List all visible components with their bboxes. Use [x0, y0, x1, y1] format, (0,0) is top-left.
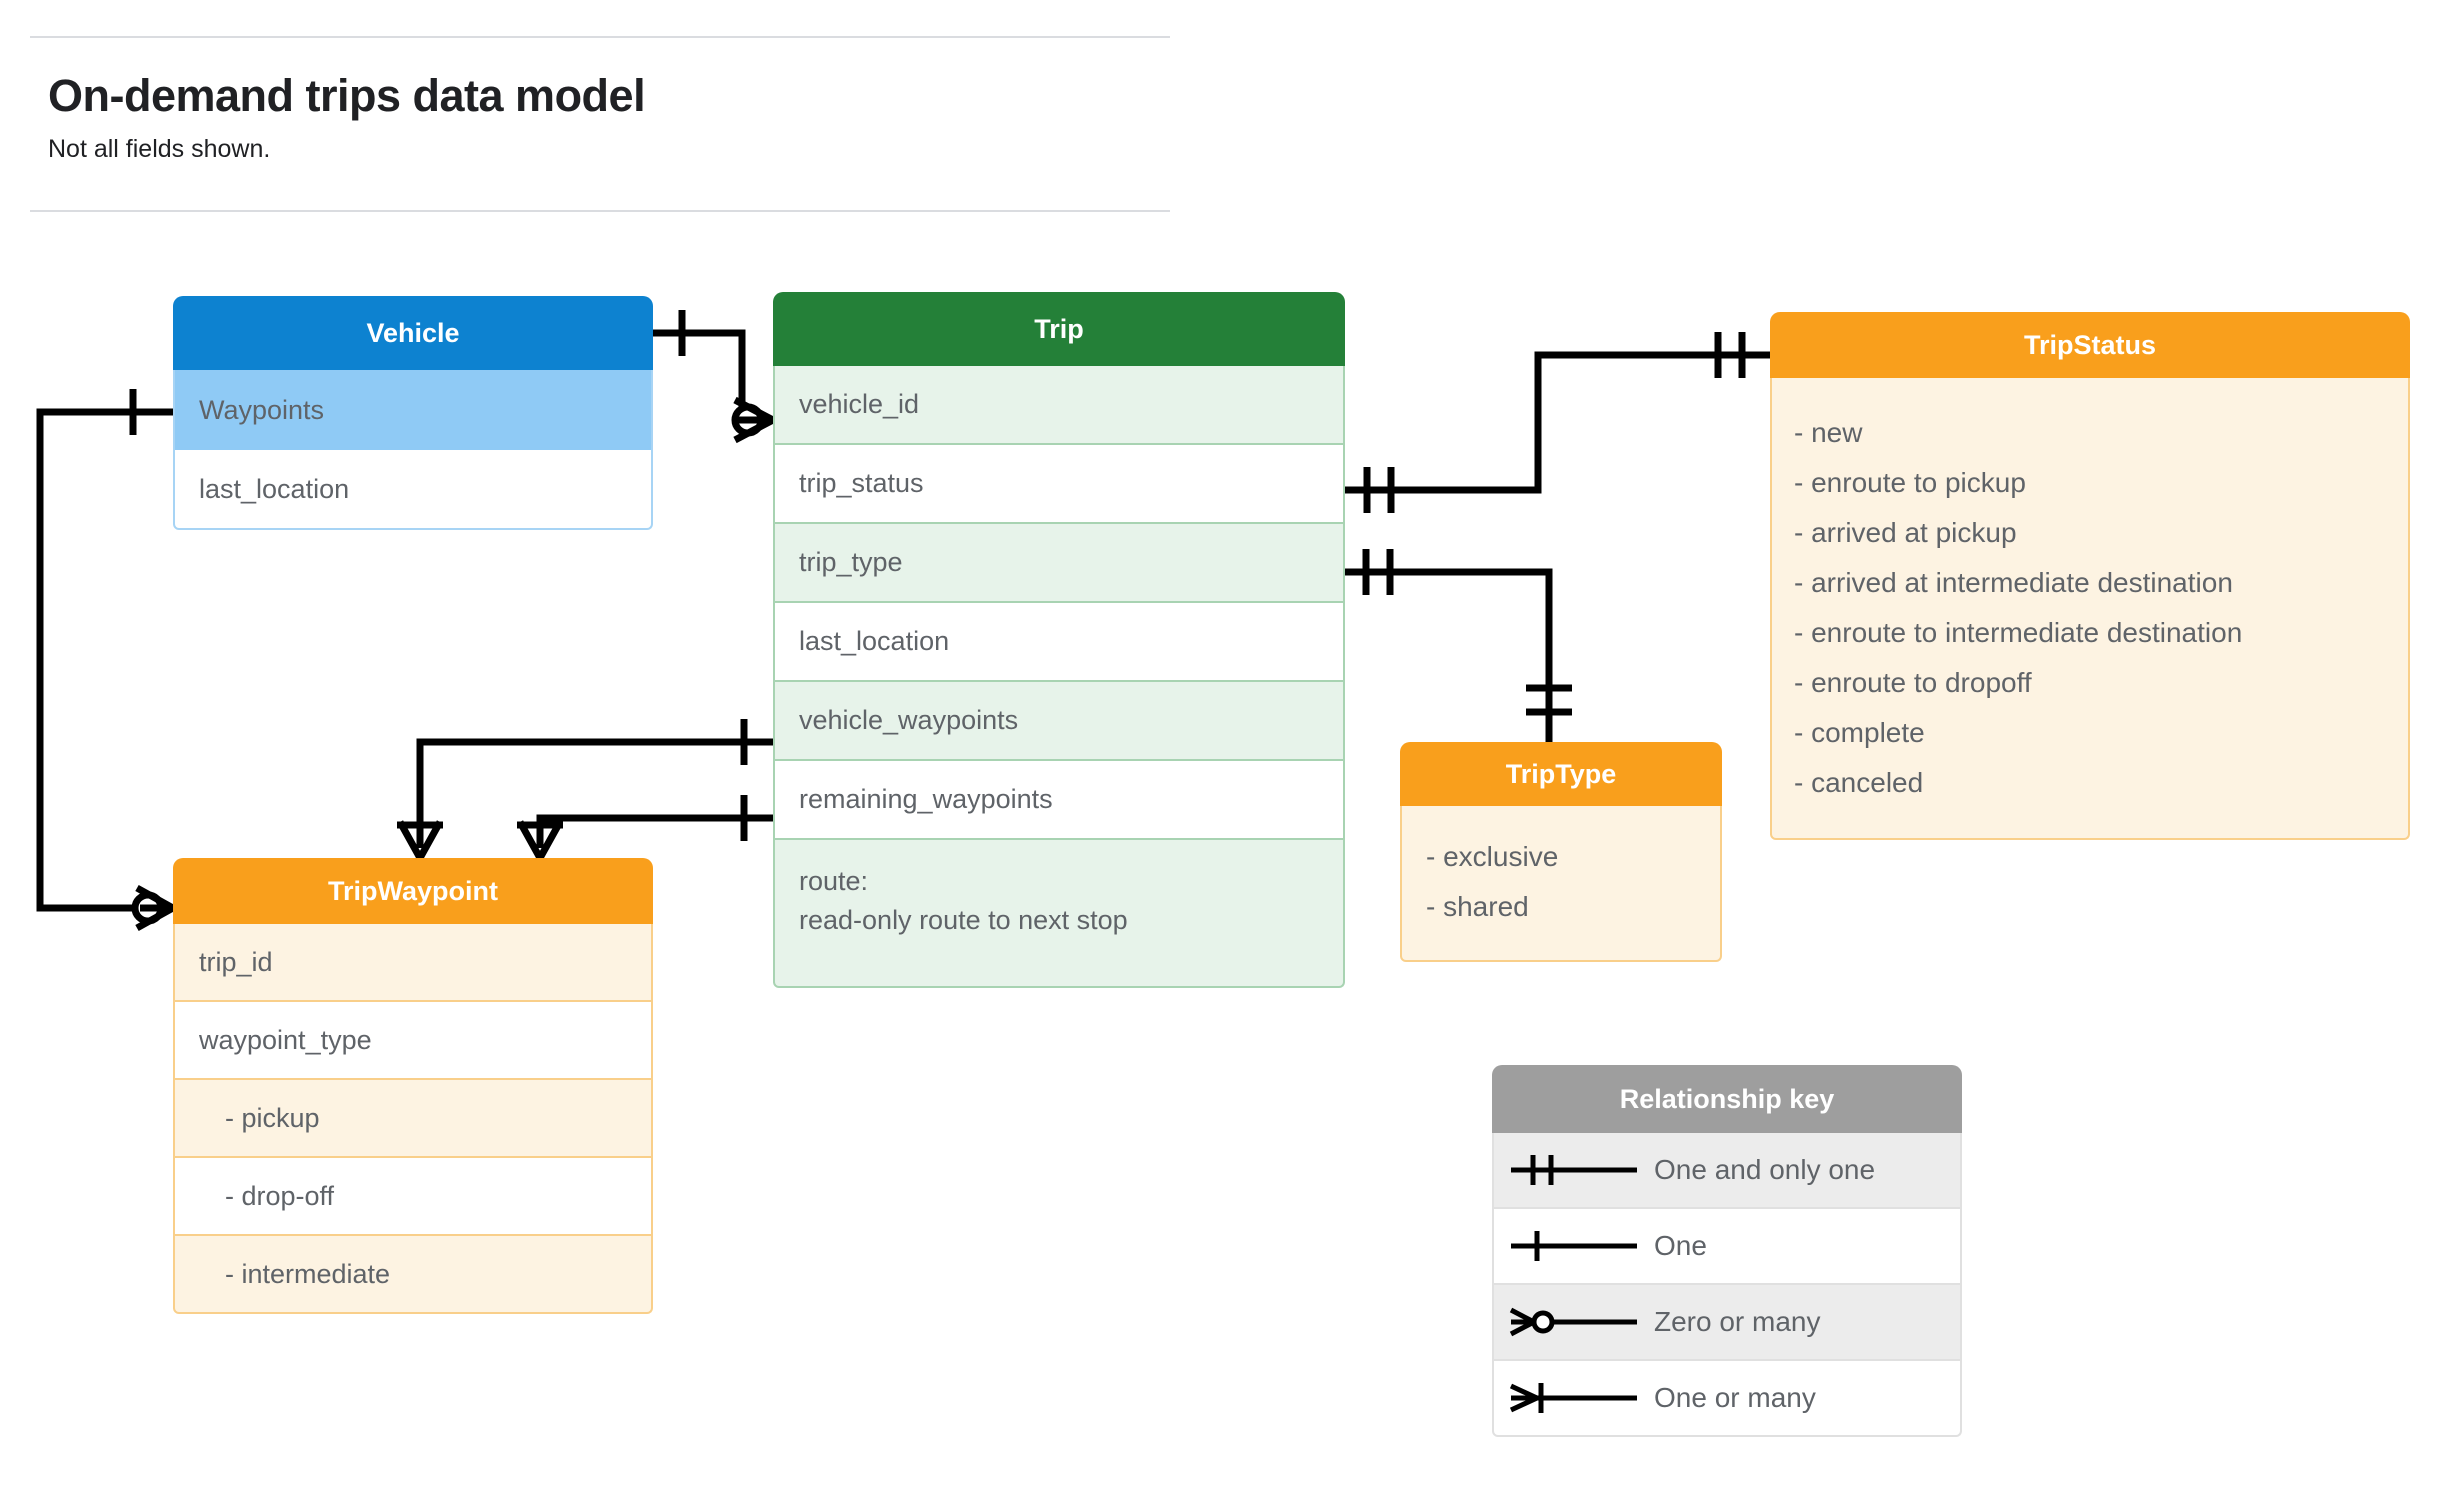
entity-tripwaypoint-title: TripWaypoint — [173, 858, 653, 924]
entity-triptype-title: TripType — [1400, 742, 1722, 806]
field-vehicle-last-location[interactable]: last_location — [173, 450, 653, 530]
legend-label: One — [1654, 1230, 1707, 1261]
field-tripwaypoint-dropoff[interactable]: - drop-off — [173, 1158, 653, 1236]
field-trip-route-label: route: — [799, 866, 869, 896]
legend-label: Zero or many — [1654, 1306, 1821, 1337]
entity-vehicle-title: Vehicle — [173, 296, 653, 370]
tripstatus-value: - enroute to intermediate destination — [1794, 617, 2243, 648]
entity-trip-title: Trip — [773, 292, 1345, 366]
crowsfoot-vehicle-waypoints — [396, 820, 444, 860]
connector-vehicle-waypoints — [416, 738, 773, 848]
tripstatus-value: - arrived at intermediate destination — [1794, 567, 2233, 598]
tripstatus-value: - new — [1794, 417, 1863, 448]
entity-vehicle[interactable]: Vehicle Waypoints last_location — [173, 296, 653, 530]
connector-trip-type — [1345, 568, 1553, 742]
tripstatus-value: - complete — [1794, 717, 1925, 748]
connector-trip-status — [1345, 351, 1770, 494]
legend-row-one: One — [1492, 1209, 1962, 1285]
zero-marker-trip-vehicle-id — [731, 403, 765, 437]
field-vehicle-waypoints[interactable]: Waypoints — [173, 370, 653, 450]
triptype-value: - shared — [1426, 891, 1529, 922]
field-tripwaypoint-waypoint-type[interactable]: waypoint_type — [173, 1002, 653, 1080]
field-tripwaypoint-pickup[interactable]: - pickup — [173, 1080, 653, 1158]
page-subtitle: Not all fields shown. — [48, 135, 271, 163]
field-tripwaypoint-trip-id[interactable]: trip_id — [173, 924, 653, 1002]
field-trip-trip-status[interactable]: trip_status — [773, 445, 1345, 524]
one-icon — [1494, 1226, 1654, 1266]
triptype-value: - exclusive — [1426, 841, 1559, 872]
zero-marker-tripwaypoint — [131, 891, 165, 925]
field-trip-last-location[interactable]: last_location — [773, 603, 1345, 682]
header-divider-top — [30, 36, 1170, 38]
legend-row-one-or-many: One or many — [1492, 1361, 1962, 1437]
connector-vehicle-trip — [653, 329, 765, 424]
entity-trip[interactable]: Trip vehicle_id trip_status trip_type la… — [773, 292, 1345, 988]
relationship-key-title: Relationship key — [1492, 1065, 1962, 1133]
tripstatus-value: - arrived at pickup — [1794, 517, 2017, 548]
connector-vehicle-waypoints-tripwaypoint — [36, 408, 173, 912]
legend-label: One and only one — [1654, 1154, 1876, 1185]
tripstatus-value: - canceled — [1794, 767, 1924, 798]
field-trip-vehicle-id[interactable]: vehicle_id — [773, 366, 1345, 445]
field-trip-vehicle-waypoints[interactable]: vehicle_waypoints — [773, 682, 1345, 761]
legend-row-zero-or-many: Zero or many — [1492, 1285, 1962, 1361]
entity-tripstatus[interactable]: TripStatus - new - enroute to pickup - a… — [1770, 312, 2410, 840]
header-divider-bottom — [30, 210, 1170, 212]
one-and-only-one-icon — [1494, 1150, 1654, 1190]
crowsfoot-tripwaypoint-left — [135, 884, 175, 932]
field-trip-trip-type[interactable]: trip_type — [773, 524, 1345, 603]
connector-remaining-waypoints — [536, 814, 773, 848]
entity-tripstatus-title: TripStatus — [1770, 312, 2410, 378]
tripstatus-value: - enroute to pickup — [1794, 467, 2026, 498]
entity-tripstatus-values: - new - enroute to pickup - arrived at p… — [1770, 378, 2410, 840]
entity-tripwaypoint[interactable]: TripWaypoint trip_id waypoint_type - pic… — [173, 858, 653, 1314]
entity-triptype-values: - exclusive - shared — [1400, 806, 1722, 962]
page-title: On-demand trips data model — [48, 70, 646, 121]
zero-or-many-icon — [1494, 1302, 1654, 1342]
entity-triptype[interactable]: TripType - exclusive - shared — [1400, 742, 1722, 962]
one-or-many-icon — [1494, 1378, 1654, 1418]
crowsfoot-remaining-waypoints — [516, 820, 564, 860]
field-trip-route-description: read-only route to next stop — [799, 905, 1128, 936]
legend-label: One or many — [1654, 1382, 1816, 1413]
field-trip-route[interactable]: route: read-only route to next stop — [773, 840, 1345, 988]
field-tripwaypoint-intermediate[interactable]: - intermediate — [173, 1236, 653, 1314]
tripstatus-value: - enroute to dropoff — [1794, 667, 2032, 698]
crowsfoot-trip-vehicle-id — [733, 396, 775, 444]
legend-row-one-and-only-one: One and only one — [1492, 1133, 1962, 1209]
field-trip-remaining-waypoints[interactable]: remaining_waypoints — [773, 761, 1345, 840]
relationship-key: Relationship key One and only one One — [1492, 1065, 1962, 1437]
